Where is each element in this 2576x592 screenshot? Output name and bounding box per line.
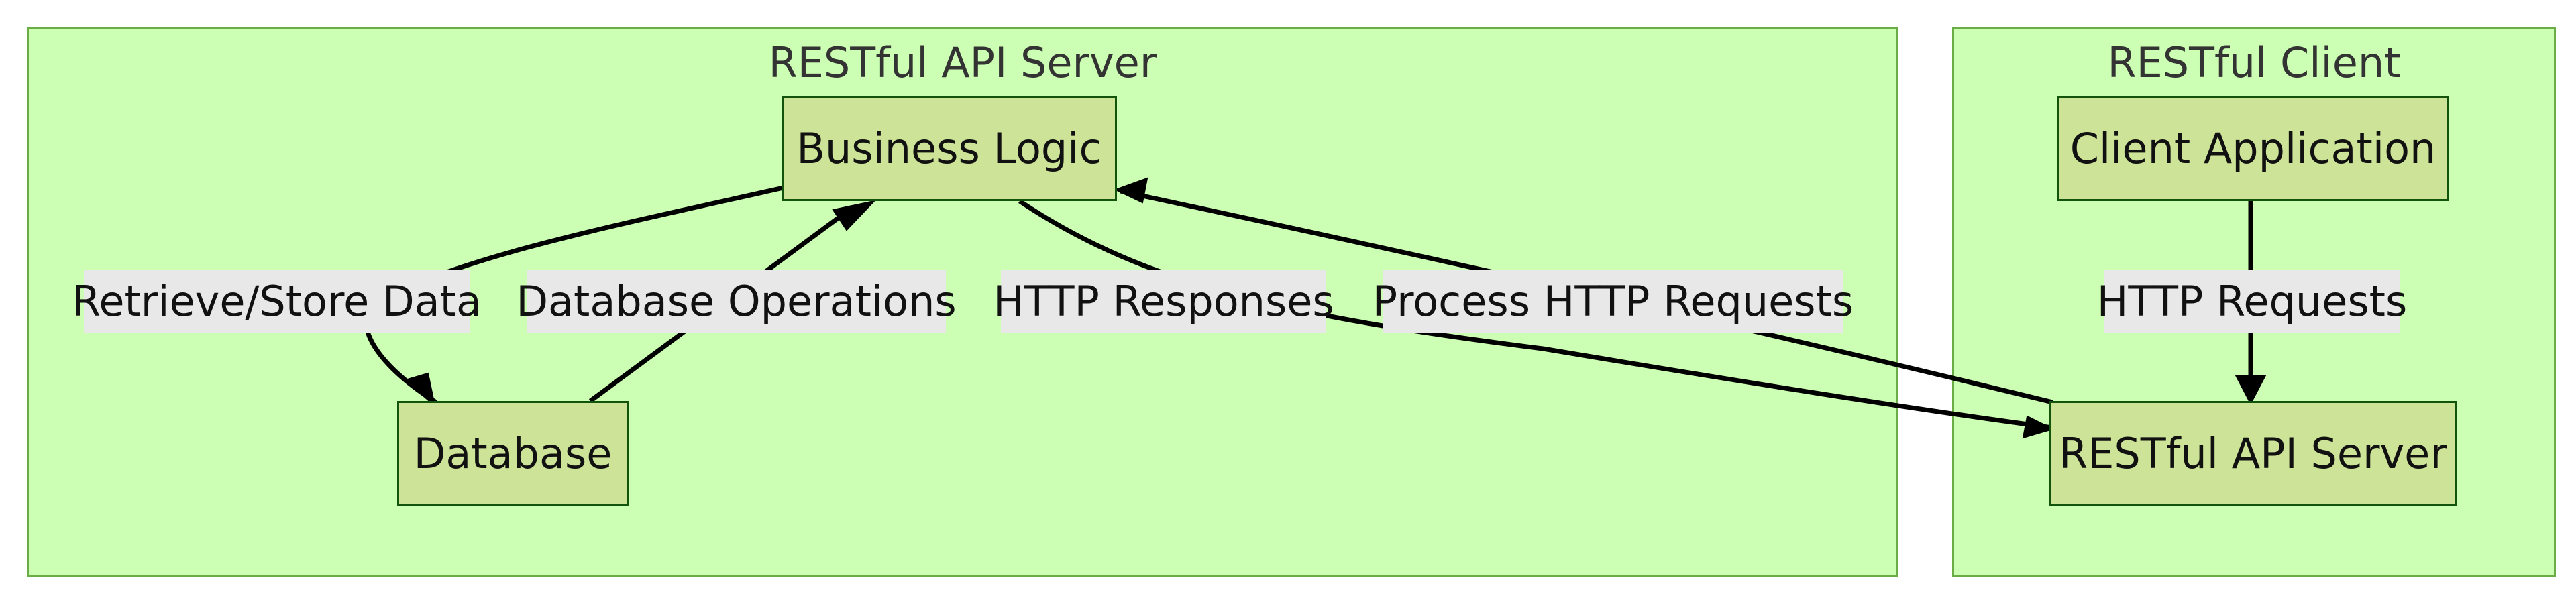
node-database[interactable]: Database [397,401,629,506]
edge-business-to-restful-server [1018,199,2053,430]
arrowhead-restful-server-top [2235,375,2267,406]
cluster-title-client: RESTful Client [2107,38,2401,87]
arrowhead-business-logic-bottom [832,200,876,231]
node-business-logic[interactable]: Business Logic [782,96,1117,201]
node-restful-api-server[interactable]: RESTful API Server [2049,401,2457,506]
edge-label-http-requests: HTTP Requests [2097,270,2407,333]
edge-label-database-operations: Database Operations [516,270,957,333]
edge-label-retrieve-store-data: Retrieve/Store Data [72,270,482,333]
edge-label-http-responses: HTTP Responses [993,270,1334,333]
edge-label-process-http-requests: Process HTTP Requests [1373,270,1854,333]
cluster-title-server: RESTful API Server [768,38,1157,87]
arrowhead-restful-server [2022,415,2055,439]
node-client-application[interactable]: Client Application [2057,96,2449,201]
arrowhead-business-logic-right [1114,177,1148,204]
arrowhead-database [403,372,436,408]
